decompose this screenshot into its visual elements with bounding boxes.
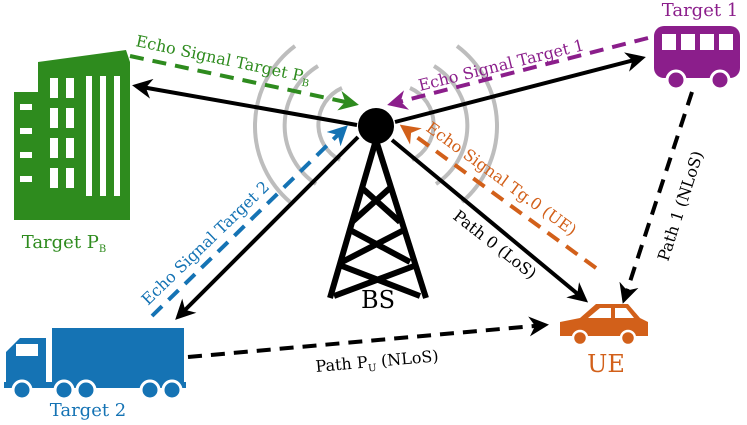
link-path0 — [390, 138, 589, 303]
nlos-paths — [187, 91, 694, 359]
link-pathpu — [187, 316, 549, 359]
echo-targetpb-label-sub: B — [300, 78, 309, 90]
link-bs-target1 — [394, 52, 646, 124]
targetpb-label-main: Target P — [22, 232, 99, 253]
echo-tg0-label: Echo Signal Tg.0 (UE) — [423, 118, 581, 240]
pathpu-label-sub: U — [368, 363, 377, 375]
echo-target1-line — [387, 36, 649, 110]
bs-links — [132, 52, 646, 320]
link-bs-target2 — [175, 135, 360, 320]
truck-icon — [4, 328, 186, 401]
targetpb-label-sub: B — [99, 244, 106, 255]
signal-rings — [253, 44, 499, 204]
cell-tower-icon — [327, 108, 429, 299]
bs-label: BS — [361, 286, 395, 314]
targetpb-label: Target PB — [22, 232, 107, 255]
bus-icon — [654, 26, 740, 91]
ue-label: UE — [587, 350, 625, 378]
echo-target1-label: Echo Signal Target 1 — [416, 35, 586, 95]
link-path1 — [619, 91, 694, 304]
echo-targetpb-line — [129, 54, 359, 111]
echo-target2-line — [150, 125, 348, 318]
pathpu-label: Path PU (NLoS) — [315, 346, 440, 379]
car-icon — [560, 304, 648, 347]
echo-tg0-line — [399, 124, 598, 270]
link-bs-targetpb — [132, 78, 358, 127]
pathpu-label-main: Path P — [315, 352, 369, 375]
path1-label: Path 1 (NLoS) — [654, 149, 707, 264]
target2-label: Target 2 — [50, 400, 127, 421]
target1-label: Target 1 — [662, 0, 739, 21]
building-icon — [14, 50, 130, 220]
pathpu-label-tail: (NLoS) — [375, 346, 439, 370]
path0-label: Path 0 (LoS) — [450, 206, 541, 283]
